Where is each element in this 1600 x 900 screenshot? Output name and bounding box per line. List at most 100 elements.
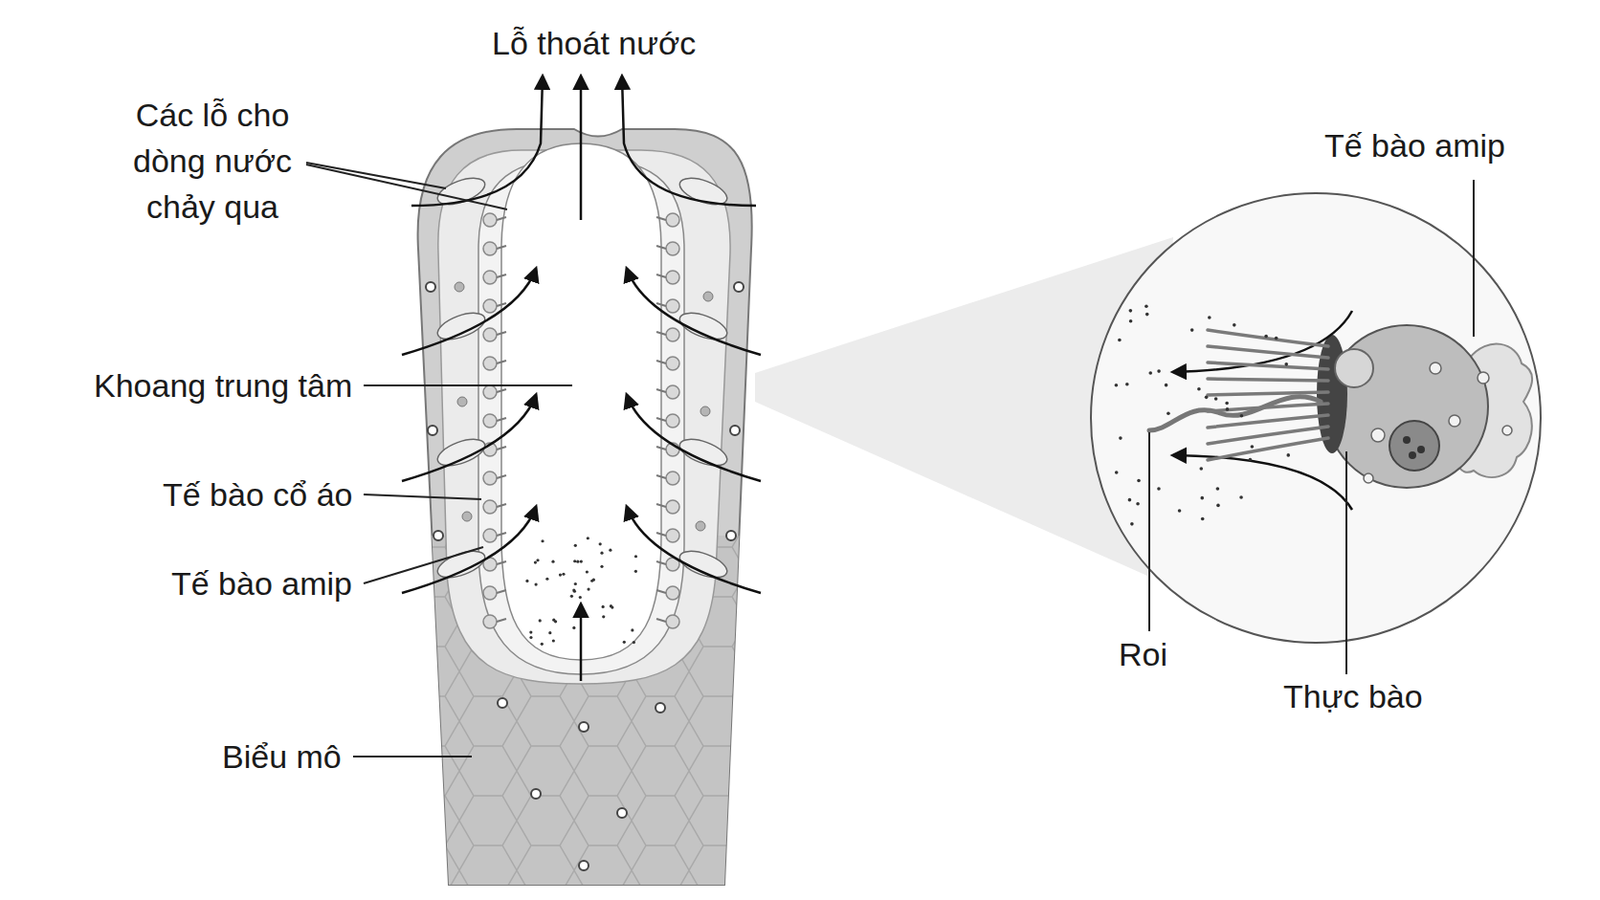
part-label: Biểu mô [222,737,342,777]
food-particle [1216,504,1221,509]
collar-cell-flagellum [656,590,667,594]
porocyte [434,546,489,583]
collar-cell [483,328,497,342]
food-particle [586,536,590,540]
food-particle [1145,312,1150,317]
leader-line [363,547,484,584]
vacuole [1502,425,1512,436]
amoebocyte [462,511,472,522]
collar-cell [483,242,497,256]
nucleus [1389,421,1440,471]
microvillus [1207,378,1329,381]
part-label: Roi [1118,635,1168,674]
collar-cell-flagellum [496,446,507,450]
food-particle [609,604,613,608]
choanocyte-body [1325,325,1489,489]
food-particle [1200,517,1205,522]
collar-cell-flagellum [656,217,667,221]
food-particle [529,636,533,640]
collar-cell [483,471,497,486]
water-flow-arrow [401,268,536,356]
food-particle [1114,470,1119,475]
food-particle [1156,369,1161,374]
collar-cell-flagellum [496,332,507,335]
food-particle [1250,444,1255,449]
nucleolus [1408,451,1417,460]
cell-nucleus [531,789,541,800]
collar-cell-flagellum [496,360,507,364]
water-flow-arrow [401,507,536,594]
food-particle [574,582,578,586]
food-particle [1216,487,1221,491]
food-particle [1224,401,1229,406]
food-particle [1177,509,1182,513]
food-particle [1118,436,1123,441]
food-particle [1274,336,1279,341]
leader-line [353,755,472,758]
food-particle [1135,502,1140,507]
collar-cell [483,270,497,285]
leader-lines [1149,179,1474,675]
nucleolus [1417,445,1425,454]
food-particle [572,626,576,630]
water-flow-arrow [579,604,583,682]
food-particle [548,631,552,635]
vacuole [1429,362,1442,375]
vacuole [1477,372,1489,384]
food-particle [1164,383,1169,388]
cell-nucleus [497,698,508,709]
cell-nucleus [730,425,740,436]
food-particle [601,615,605,619]
food-particle [630,628,634,632]
collar-cell-flagellum [496,619,507,623]
microvillus [1207,438,1329,461]
food-particle [538,619,542,623]
food-particle [1286,453,1290,458]
collar-cell [483,414,497,428]
collar-cell-flagellum [656,561,667,565]
food-particle [634,570,638,574]
food-particle [1239,495,1244,500]
food-particle [552,639,556,643]
collar-cell [483,615,497,629]
food-particle [576,560,579,564]
food-particle [1129,309,1134,313]
cell-nucleus [578,722,589,733]
collar-cell-flagellum [496,561,507,565]
water-flow-arrow [622,76,756,206]
food-particle [592,578,596,582]
food-particle [570,595,574,599]
food-particle [1130,522,1134,527]
food-particle [545,577,549,581]
collar-cell-flagellum [656,303,667,307]
food-particle [1232,323,1237,328]
food-particle [552,619,556,623]
collar-cell [666,270,680,285]
leader-line [306,162,446,189]
food-particle [1248,458,1253,463]
collar-cell-flagellum [656,332,667,335]
leader-line [1472,179,1475,337]
microvillus [1207,362,1329,370]
cell-nucleus [425,282,436,292]
collar-cell [666,615,680,629]
food-particle [601,605,605,609]
collar-cell [666,213,680,227]
amoebocyte [454,282,465,292]
collar-cell [483,529,497,543]
water-flow-arrow [579,76,583,221]
water-flow-arrow [626,507,761,594]
flow-arrow [1173,455,1353,511]
water-flow-arrow [401,395,536,482]
collar-cell [666,414,680,428]
food-particle [574,544,578,548]
collar-cell [666,385,680,400]
food-particle [535,558,539,562]
microvillus [1207,346,1329,358]
leader-line [363,494,482,500]
leader-line [363,384,573,387]
food-particle [600,565,603,569]
cell-nucleus [733,282,744,292]
microvillus [1207,392,1329,396]
water-flow-arrow [626,395,761,482]
